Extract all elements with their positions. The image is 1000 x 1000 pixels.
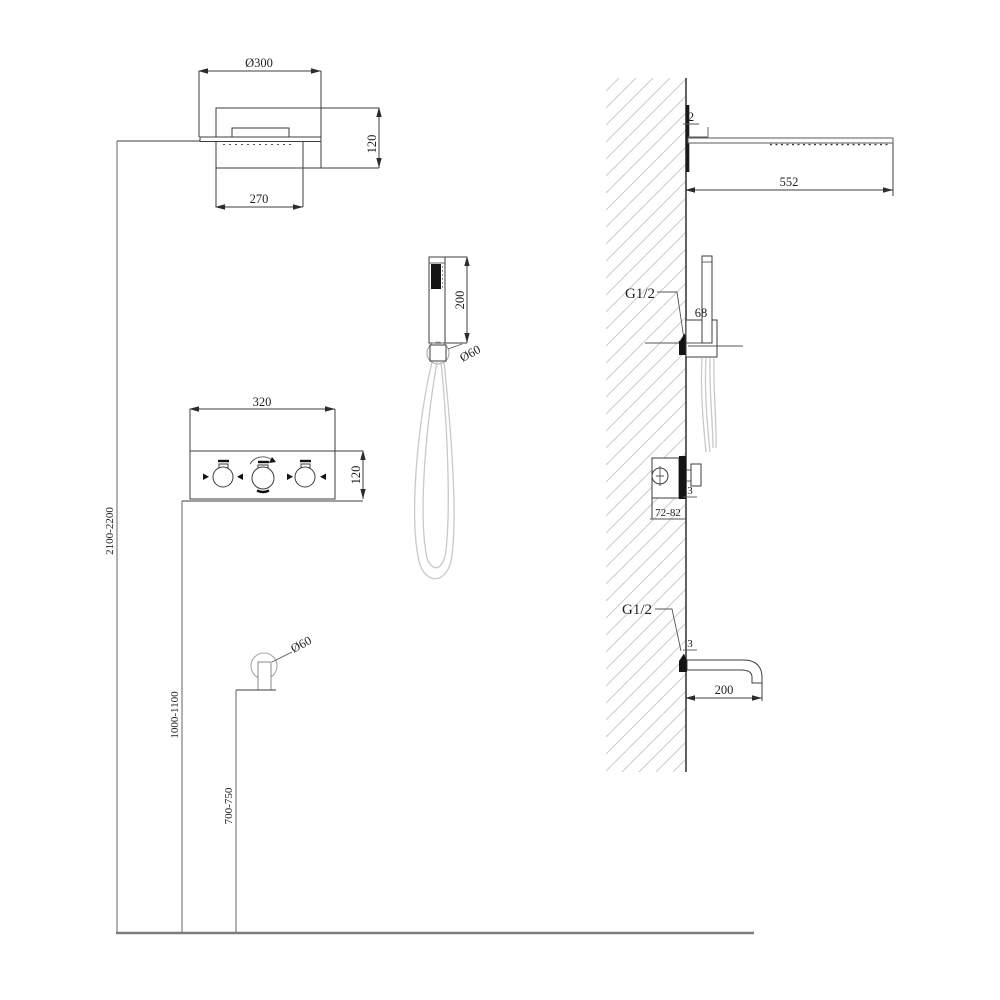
- dia300-extension-lines: [198, 71, 322, 168]
- plate-thickness-leader: [683, 123, 709, 138]
- wall-outlet-elbow: [679, 341, 688, 355]
- wall-section: [606, 78, 687, 772]
- mixer-knob-left: [203, 459, 243, 488]
- depth-box-outline: [215, 107, 379, 207]
- side-view: 2 552 G1/2 68: [606, 78, 894, 772]
- wall-clearance3-label: 3: [687, 485, 693, 497]
- valve-knob: [690, 463, 702, 487]
- holder-depth68-label: 68: [695, 306, 708, 320]
- dia60-holder-label: Ø60: [457, 342, 483, 364]
- left-arrow-icon: [203, 473, 209, 480]
- length200-dimension-label: 200: [715, 683, 734, 697]
- length552-dimension-label: 552: [780, 175, 799, 189]
- supply-elbow-front: Ø60: [236, 633, 314, 691]
- hose-strand-2a: [709, 357, 714, 449]
- height-shower-head-label: 2100-2200: [104, 507, 116, 555]
- tub-spout-side: G1/2 3 200: [622, 602, 763, 701]
- length200-extension-lines: [445, 256, 467, 344]
- head-arm-bar: [687, 137, 894, 144]
- rotation-arrow-arc-icon: [249, 456, 273, 465]
- depth120-dimension-label: 120: [365, 135, 379, 154]
- hose-loop-inner: [422, 361, 449, 569]
- hand-shower-handle-side: [701, 255, 713, 344]
- spray-face: [431, 264, 441, 289]
- mixer-valve-side: 3 72-82: [650, 456, 702, 520]
- front-view: Ø300 120 270 200 Ø60: [104, 56, 754, 935]
- right-arrow-icon: [237, 473, 243, 480]
- rain-shower-head-side: 2 552: [683, 105, 894, 196]
- height120-dimension-label: 120: [349, 466, 363, 485]
- width320-extension-lines: [189, 409, 336, 451]
- head-plate: [199, 136, 322, 142]
- left-arrow-icon: [287, 473, 293, 480]
- mixer-knob-middle: [249, 456, 276, 494]
- hose-strand-1a: [700, 357, 707, 453]
- g12-leader-line: [657, 291, 685, 340]
- length200-dimension-label: 200: [453, 291, 467, 310]
- dia60-leader-line: [271, 651, 293, 663]
- holder-circle: [426, 341, 450, 365]
- height-mixer-label: 1000-1100: [169, 691, 181, 739]
- elbow-body: [257, 661, 272, 691]
- rotation-arrow-head-icon: [269, 457, 276, 463]
- trim-plate-section: [679, 456, 686, 499]
- cartridge-cross-lines: [656, 466, 664, 486]
- dia60-leader-line: [447, 343, 463, 350]
- head-mount-block: [231, 127, 290, 138]
- plate-thickness-label: 2: [688, 110, 694, 124]
- mixer-knob-right: [287, 459, 326, 488]
- spout-body: [686, 659, 763, 684]
- hand-shower-side: G1/2 68: [625, 255, 743, 453]
- holder-square: [429, 344, 447, 362]
- knob-circle: [251, 466, 275, 490]
- hose-strand-1b: [704, 357, 711, 453]
- wall-clearance3-label: 3: [687, 638, 693, 650]
- g12-thread-label-bottom: G1/2: [622, 602, 652, 618]
- rough-in-depth-label: 72-82: [655, 507, 681, 519]
- outlet-arrow-icon: [679, 653, 687, 661]
- hose-strand-2b: [713, 357, 717, 449]
- height-dimension-lines: 2100-2200 1000-1100 700-750: [104, 141, 754, 935]
- height-elbow-label: 700-750: [223, 787, 235, 824]
- knob-circle: [212, 466, 234, 488]
- wall-outlet-elbow: [679, 661, 687, 672]
- width320-dimension-label: 320: [253, 395, 272, 409]
- wall-hatch-area: [606, 78, 686, 772]
- knob-circle: [294, 466, 316, 488]
- hose-loop-outer: [414, 361, 455, 580]
- dia60-elbow-label: Ø60: [288, 633, 314, 655]
- dia300-dimension-label: Ø300: [245, 56, 273, 70]
- rain-shower-head-front: Ø300 120 270: [117, 56, 382, 210]
- knob-stem-lines: [686, 469, 691, 482]
- g12-thread-label-top: G1/2: [625, 286, 655, 302]
- knob-bottom-tick: [256, 489, 270, 494]
- g12-leader-line: [655, 608, 682, 652]
- mixer-panel-front: 320 120: [182, 395, 366, 502]
- width270-dimension-label: 270: [250, 192, 269, 206]
- right-arrow-icon: [320, 473, 326, 480]
- hand-shower-front: 200 Ø60: [414, 256, 483, 580]
